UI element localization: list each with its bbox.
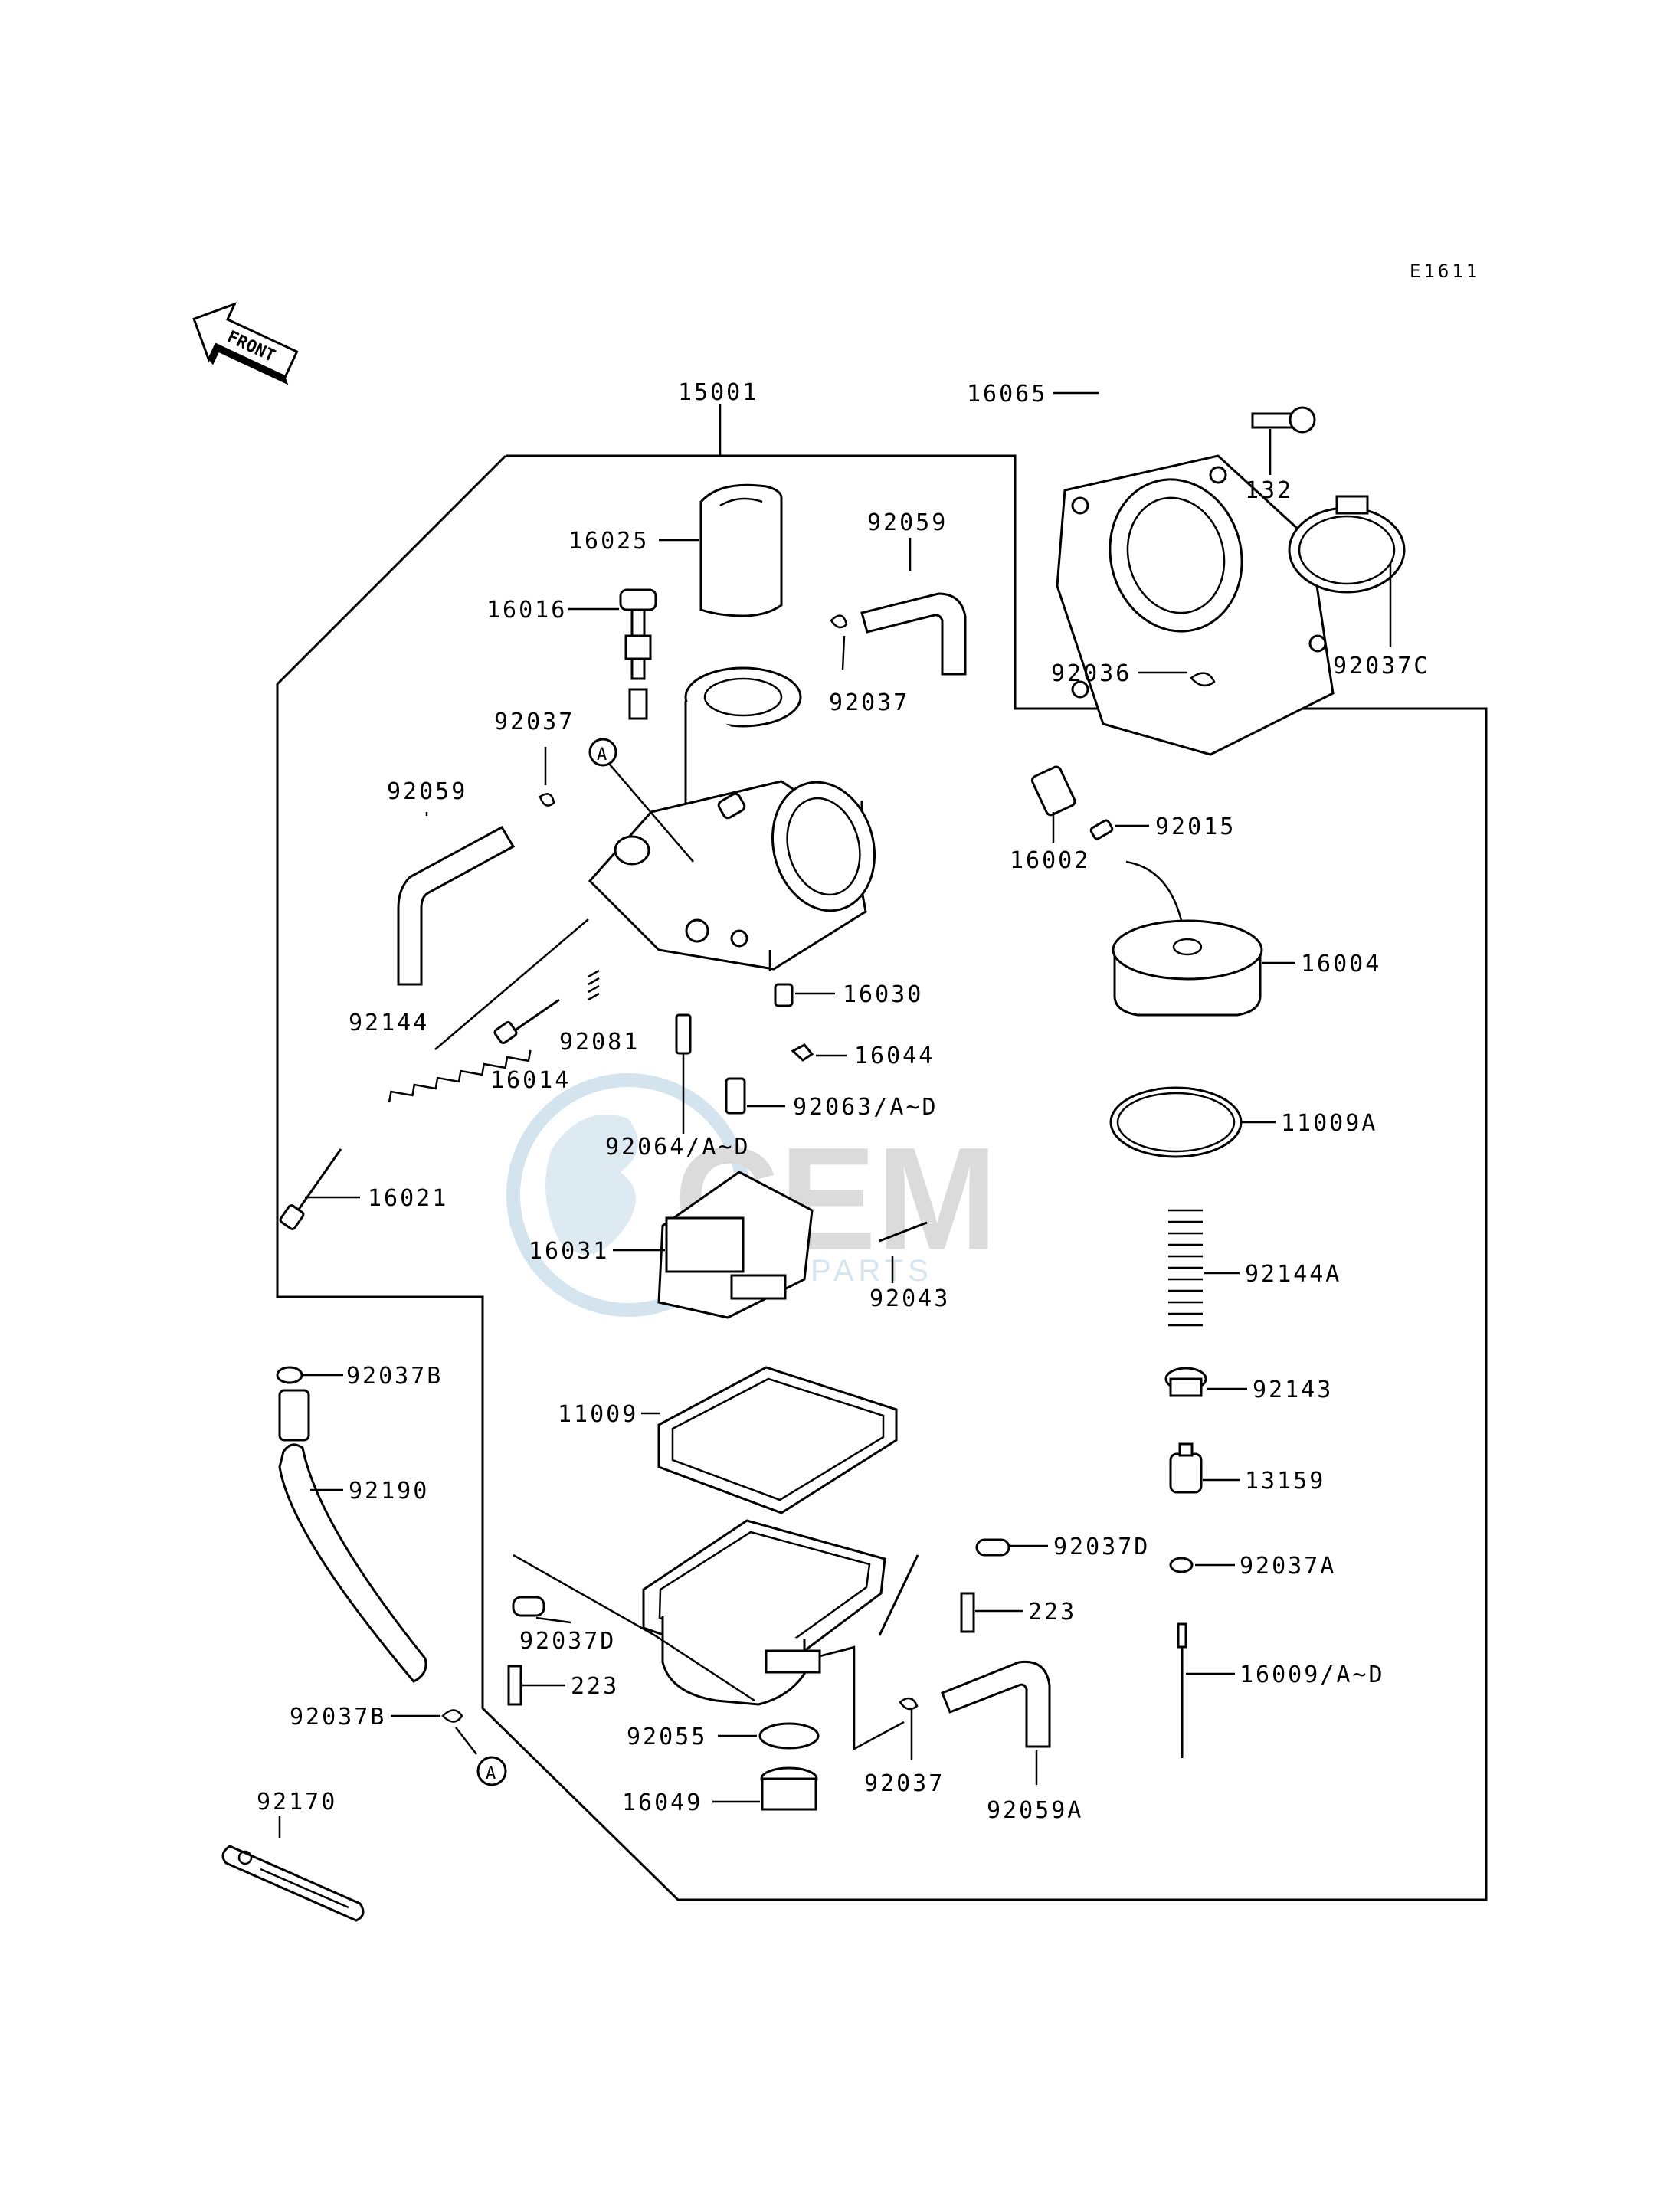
label-92037d-left: 92037D	[519, 1628, 616, 1655]
label-223-left: 223	[571, 1673, 619, 1700]
label-16044: 16044	[854, 1043, 935, 1069]
drain-plug-o-ring	[718, 1722, 820, 1750]
clip-left	[539, 793, 555, 807]
label-92037a: 92037A	[1240, 1553, 1336, 1580]
clip-92037d-left	[512, 1596, 571, 1624]
label-92037c: 92037C	[1333, 653, 1429, 679]
label-16049: 16049	[622, 1789, 702, 1816]
jet-needle	[1177, 1622, 1235, 1758]
drain-plug	[712, 1766, 818, 1811]
needle-clip	[791, 1043, 847, 1062]
label-16009: 16009/A~D	[1240, 1662, 1385, 1688]
manifold-clip	[1190, 672, 1216, 687]
throttle-valve-spring	[1168, 1209, 1240, 1327]
clip-92037a	[1169, 1557, 1235, 1573]
label-16065: 16065	[967, 381, 1047, 408]
label-11009: 11009	[558, 1401, 638, 1428]
clip-92037-bottom	[899, 1697, 919, 1760]
label-16030: 16030	[843, 981, 923, 1008]
label-92063: 92063/A~D	[793, 1094, 938, 1121]
intake-manifold	[1053, 391, 1335, 756]
starter-plunger	[568, 588, 657, 720]
label-92015: 92015	[1155, 814, 1236, 840]
bowl-bracket-left	[513, 1554, 755, 1702]
label-15001: 15001	[678, 379, 758, 406]
top-cap-gasket	[1109, 1086, 1276, 1158]
needle-holder	[1164, 1367, 1247, 1397]
label-16025: 16025	[568, 528, 649, 555]
screw-223-right	[960, 1592, 1023, 1633]
label-92144: 92144	[349, 1010, 429, 1036]
label-16002: 16002	[1010, 847, 1090, 874]
clip-92037d-right	[975, 1538, 1048, 1557]
label-92037b-top: 92037B	[346, 1363, 443, 1390]
label-16004: 16004	[1301, 951, 1381, 977]
label-223-right: 223	[1028, 1599, 1076, 1626]
needle-jet	[774, 983, 835, 1007]
manifold-bolt	[1251, 406, 1316, 475]
clip-top	[830, 614, 848, 629]
pilot-screw	[493, 998, 560, 1045]
air-screw	[279, 1148, 360, 1230]
label-92144a: 92144A	[1245, 1261, 1341, 1288]
bowl-bracket-right	[819, 1645, 905, 1751]
carburetor-body	[588, 666, 876, 971]
label-92037b-bottom: 92037B	[290, 1704, 386, 1730]
throttle-valve	[659, 483, 783, 617]
float-bowl	[642, 1519, 886, 1706]
label-92143: 92143	[1253, 1377, 1333, 1403]
ref-marker-a-bottom: A	[476, 1756, 507, 1786]
label-132: 132	[1245, 477, 1293, 504]
pilot-jet	[675, 1013, 692, 1055]
hose-clamp-c	[1288, 495, 1406, 647]
small-spring	[588, 969, 600, 1001]
label-16031: 16031	[529, 1238, 609, 1265]
throttle-spring	[388, 918, 589, 1103]
main-jet	[725, 1077, 785, 1115]
label-92064: 92064/A~D	[605, 1134, 751, 1161]
label-92043: 92043	[869, 1285, 950, 1312]
svg-text:A: A	[486, 1764, 496, 1783]
vent-hose-left	[397, 825, 516, 986]
front-arrow-icon: FRONT	[192, 302, 299, 385]
ref-marker-a-top: A	[588, 738, 694, 863]
label-92190: 92190	[349, 1478, 429, 1505]
label-16016: 16016	[486, 597, 567, 624]
float-bowl-gasket	[641, 1366, 898, 1514]
label-92036: 92036	[1051, 660, 1131, 687]
label-92037-top: 92037	[829, 689, 909, 716]
carburetor-top-cap	[1112, 860, 1295, 1017]
assembly-frame	[276, 454, 1488, 1901]
label-13159: 13159	[1245, 1468, 1325, 1495]
label-92037-left: 92037	[494, 709, 575, 735]
vent-hose-92059a	[941, 1660, 1051, 1785]
label-92055: 92055	[627, 1724, 707, 1750]
strap-92170	[221, 1816, 365, 1922]
label-92037-bottom: 92037	[864, 1770, 945, 1797]
float-pin	[879, 1221, 928, 1243]
label-92170: 92170	[257, 1789, 337, 1816]
overflow-hose	[276, 1366, 427, 1683]
label-92037d-right: 92037D	[1053, 1534, 1150, 1560]
vent-hose-top	[860, 538, 967, 676]
screw-223-left	[507, 1665, 565, 1706]
label-92059-top: 92059	[867, 509, 948, 536]
diagram-code: E1611	[1410, 260, 1480, 282]
svg-text:A: A	[597, 745, 607, 765]
float	[613, 1171, 814, 1319]
label-16021: 16021	[368, 1185, 448, 1212]
label-92059a: 92059A	[987, 1797, 1083, 1824]
starter-knob	[1030, 765, 1076, 843]
clip-92037b-bottom	[391, 1709, 477, 1755]
label-16014: 16014	[490, 1067, 571, 1094]
label-92081: 92081	[559, 1029, 640, 1056]
plate-13159	[1169, 1442, 1240, 1494]
label-92059-left: 92059	[387, 778, 467, 805]
nut-92015	[1089, 819, 1149, 840]
label-11009a: 11009A	[1281, 1110, 1377, 1137]
